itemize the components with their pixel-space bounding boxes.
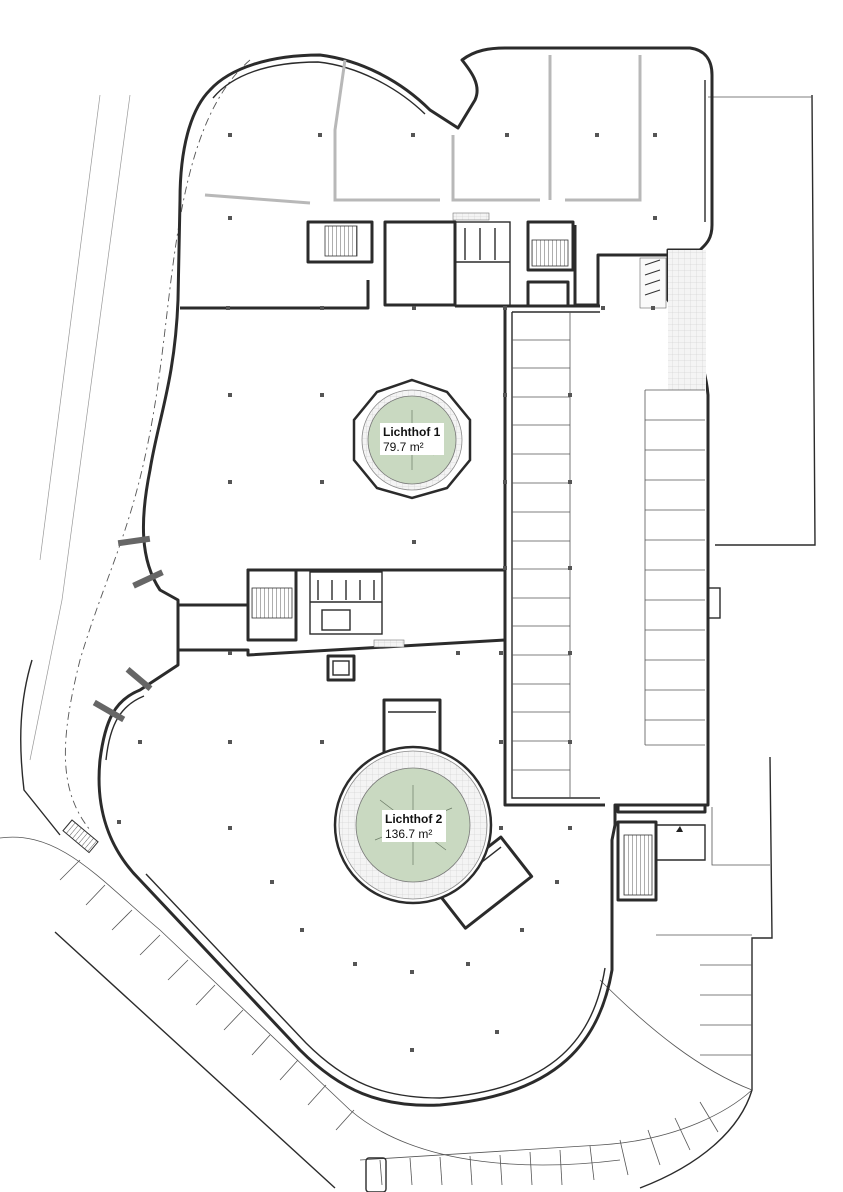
property-line [65,59,251,831]
courtyard-2-name: Lichthof 2 [385,812,443,826]
outer-wall [97,46,714,1107]
parking-stalls-east [644,389,705,746]
courtyard-1-area: 79.7 m² [383,440,424,454]
north-zone-divisions [204,55,642,205]
parking-hall [503,308,605,807]
lift-middle [326,654,356,682]
parking-stalls-west [512,312,571,798]
structural-columns [117,133,657,1052]
external-stair [62,819,99,854]
facade-brackets [92,535,164,723]
site-context [0,59,816,1192]
parking-stalls-sw [59,859,355,1131]
building [97,46,721,1107]
courtyard-1-name: Lichthof 1 [383,425,441,439]
parking-stalls-s [379,1101,719,1186]
stair-middle [251,587,293,619]
ramp-ne [639,250,706,390]
stair-ne [531,239,569,267]
courtyard-lichthof-2: Lichthof 2 136.7 m² [333,745,493,905]
middle-core [178,568,505,607]
courtyard-lichthof-1: Lichthof 1 79.7 m² [352,378,472,500]
courtyard-2-area: 136.7 m² [385,827,432,841]
parking-stalls-se [700,964,752,1056]
car [365,1157,387,1192]
stair-se [623,834,653,896]
stair-nw [324,225,358,257]
